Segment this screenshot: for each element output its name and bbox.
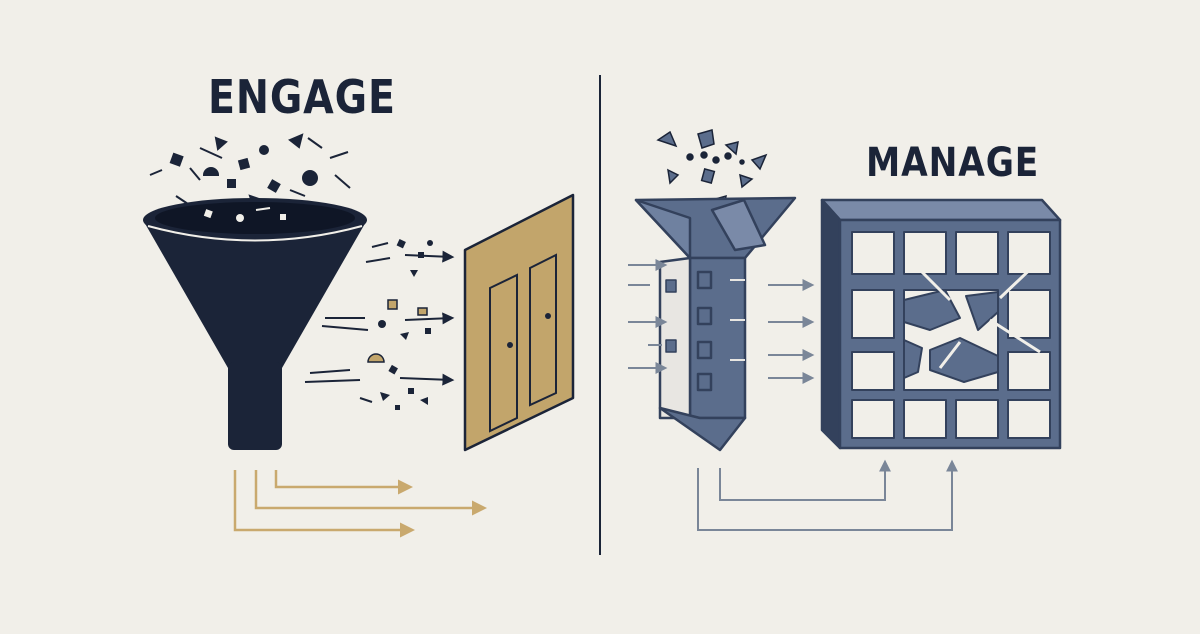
- funnel-icon: [143, 198, 367, 450]
- manage-title: MANAGE: [866, 140, 1040, 186]
- sorting-chute-icon: [634, 196, 797, 452]
- chute-input-arrows: [628, 259, 668, 374]
- engage-flow-particles: [359, 239, 433, 410]
- storage-grid-icon: [820, 198, 1062, 450]
- door-icon: [463, 193, 575, 452]
- chute-output-arrows: [768, 279, 815, 384]
- engage-flow-arrows: [304, 242, 455, 386]
- engage-output-arrows: [233, 470, 487, 538]
- manage-confetti: [656, 129, 768, 210]
- engage-title: ENGAGE: [208, 70, 396, 124]
- manage-feedback-arrows: [697, 459, 958, 531]
